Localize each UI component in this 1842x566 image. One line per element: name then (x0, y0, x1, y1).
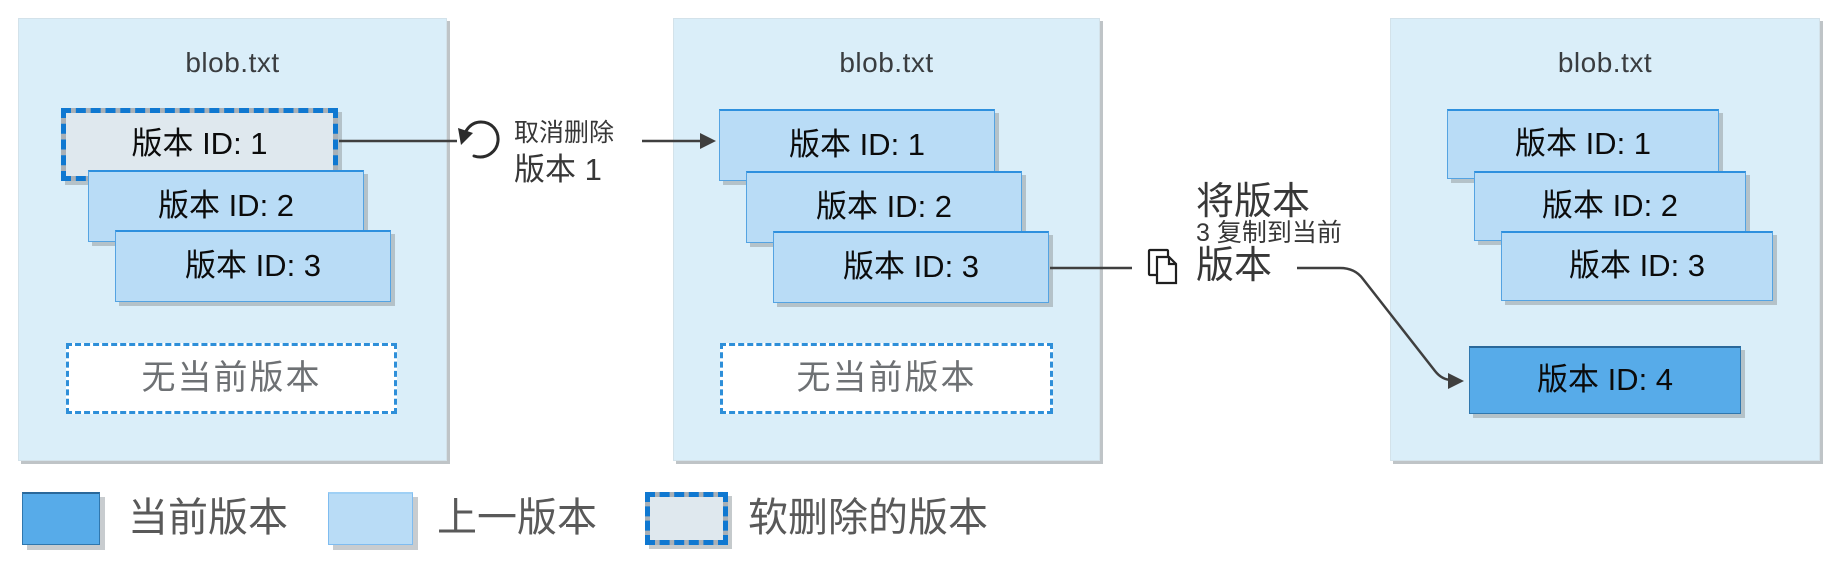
version-box-current: 版本 ID: 4 (1469, 346, 1741, 414)
annotation-line: 3 复制到当前 (1196, 219, 1342, 247)
copy-annotation: 将版本 3 复制到当前 版本 (1196, 182, 1342, 286)
version-box-soft-deleted: 版本 ID: 1 (61, 108, 338, 181)
blob-panel-2: blob.txt 版本 ID: 1 版本 ID: 2 版本 ID: 3 无当前版… (673, 18, 1100, 461)
blob-title: blob.txt (839, 47, 934, 78)
blob-title: blob.txt (185, 47, 280, 78)
blob-title: blob.txt (1557, 47, 1653, 78)
version-box-previous: 版本 ID: 3 (1501, 231, 1773, 301)
annotation-line: 版本 (1196, 245, 1273, 287)
version-box-previous: 版本 ID: 2 (1474, 171, 1746, 241)
blob-panel-3: blob.txt 版本 ID: 1 版本 ID: 2 版本 ID: 3 版本 I… (1390, 18, 1820, 461)
legend-swatch-soft-deleted (645, 492, 728, 545)
legend-label-previous: 上一版本 (437, 496, 597, 540)
copy-icon (1147, 248, 1178, 285)
legend-swatch-previous (328, 492, 413, 545)
version-label: 版本 ID: 1 (61, 108, 338, 181)
undo-icon (458, 120, 500, 159)
legend-swatch-current (22, 492, 100, 545)
undelete-annotation: 取消删除 版本 1 (514, 120, 614, 187)
version-box-previous: 版本 ID: 3 (773, 231, 1049, 303)
legend-label-soft-deleted: 软删除的版本 (748, 496, 988, 540)
blob-panel-1: blob.txt 版本 ID: 1 版本 ID: 2 版本 ID: 3 无当前版… (18, 18, 447, 461)
legend-label-current: 当前版本 (128, 496, 288, 540)
version-box-previous: 版本 ID: 3 (115, 230, 391, 302)
version-box-previous: 版本 ID: 1 (719, 109, 995, 181)
version-box-previous: 版本 ID: 1 (1447, 109, 1719, 179)
no-current-version-slot: 无当前版本 (66, 343, 397, 414)
annotation-line: 版本 1 (514, 152, 602, 187)
annotation-line: 取消删除 (514, 119, 615, 147)
no-current-version-slot: 无当前版本 (720, 343, 1053, 414)
annotation-line: 将版本 (1196, 181, 1311, 223)
